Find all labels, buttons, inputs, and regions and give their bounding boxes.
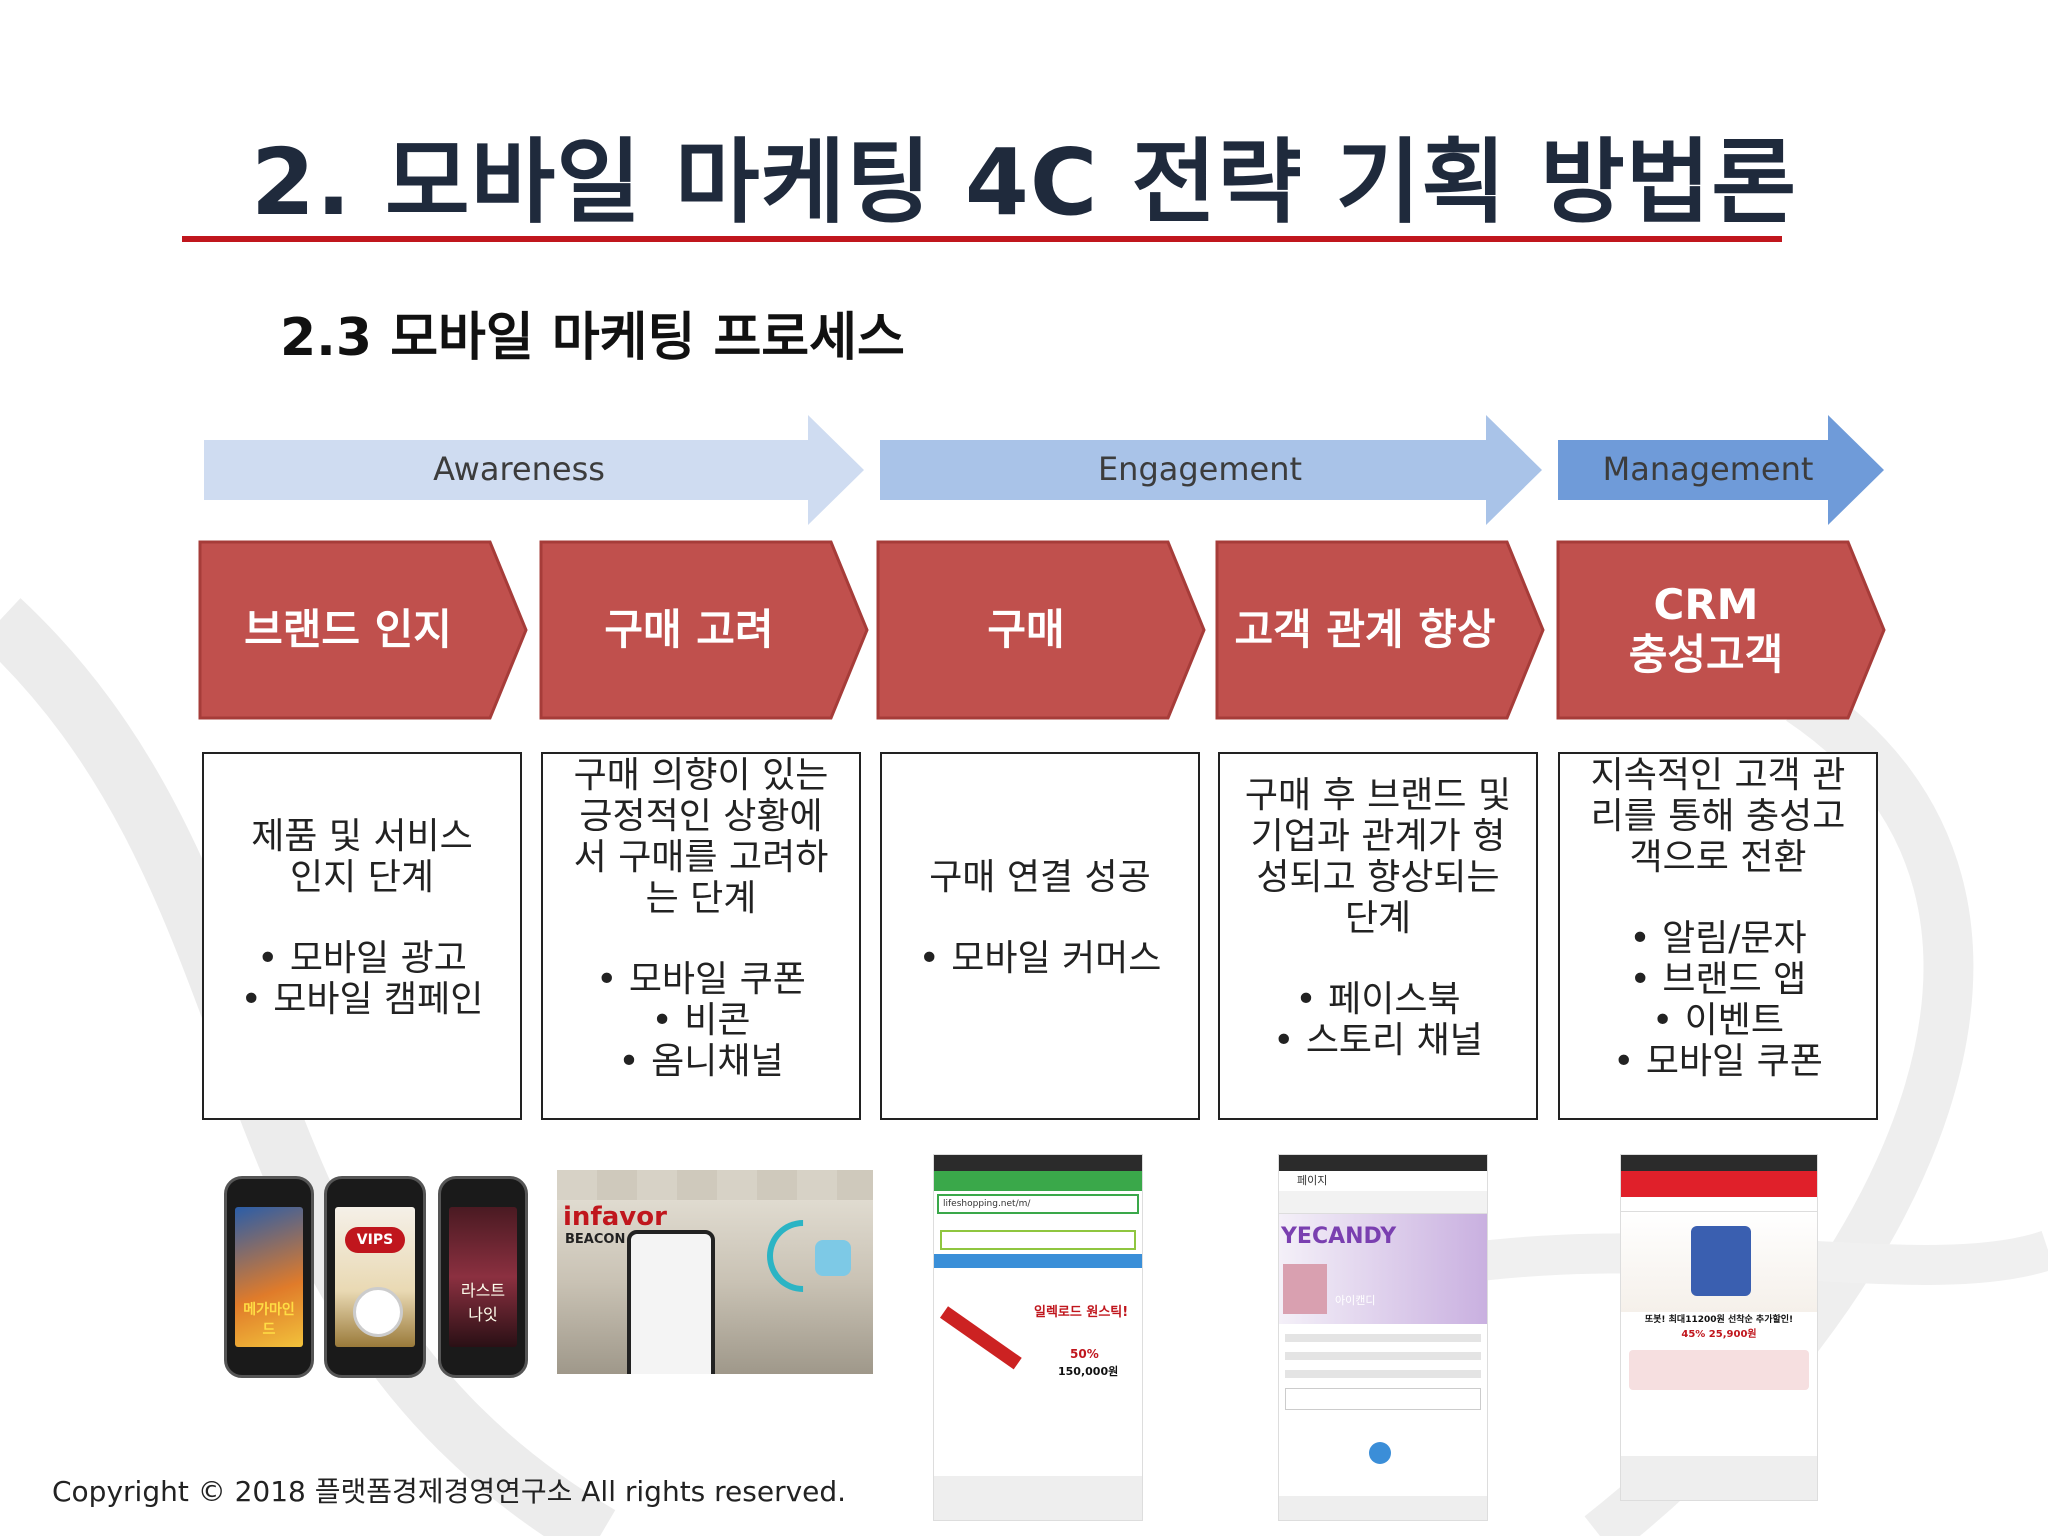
description-text: 구매 후 브랜드 및 기업과 관계가 형 성되고 향상되는 단계: [1244, 775, 1512, 939]
stage-label-awareness: Awareness: [433, 450, 605, 488]
beacon-image: infavor BEACON: [557, 1170, 873, 1374]
phone-caption: 메가마인드: [243, 1302, 295, 1338]
app-header: [1621, 1171, 1817, 1197]
phone-image-vips: VIPS: [324, 1176, 426, 1378]
cover-image: YECANDY 아이캔디: [1279, 1214, 1487, 1324]
phone-image-last-night: 라스트 나잇: [438, 1176, 528, 1378]
browser-tabs: [934, 1171, 1142, 1191]
status-bar: [1279, 1155, 1487, 1171]
page-tab-icons: [1279, 1191, 1487, 1214]
info-line: [1285, 1352, 1481, 1360]
description-text: 제품 및 서비스 인지 단계: [251, 816, 473, 898]
step-label: 브랜드 인지: [244, 605, 452, 654]
description-text: 지속적인 고객 관 리를 통해 충성고 객으로 전환: [1590, 754, 1846, 878]
vips-logo: VIPS: [345, 1227, 405, 1253]
post-box: [1285, 1388, 1481, 1410]
bullet-item: 스토리 채널: [1273, 1020, 1483, 1061]
step-purchase-consideration: 구매 고려: [539, 540, 869, 720]
bullet-list: 모바일 광고 모바일 캠페인: [241, 938, 484, 1020]
food-plate-icon: [353, 1287, 403, 1337]
phone-caption: 라스트 나잇: [460, 1281, 506, 1324]
info-line: [1285, 1370, 1481, 1378]
product-image: [939, 1306, 1022, 1370]
title-divider: [182, 236, 1782, 242]
bullet-list: 알림/문자 브랜드 앱 이벤트 모바일 쿠폰: [1613, 918, 1823, 1082]
stage-label-management: Management: [1602, 450, 1814, 488]
step-crm-loyal-customer: CRM 충성고객: [1556, 540, 1886, 720]
bullet-item: 브랜드 앱: [1613, 959, 1823, 1000]
smartphone-icon: [627, 1230, 715, 1374]
section-subtitle: 2.3 모바일 마케팅 프로세스: [280, 308, 905, 368]
stage-label-engagement: Engagement: [1097, 450, 1303, 488]
step-brand-awareness: 브랜드 인지: [198, 540, 528, 720]
coupon-banner: [1629, 1350, 1809, 1390]
bullet-item: 옴니채널: [596, 1041, 806, 1082]
bullet-item: 모바일 커머스: [919, 938, 1161, 979]
description-box: 구매 연결 성공 모바일 커머스: [880, 752, 1200, 1120]
step-customer-relationship: 고객 관계 향상: [1215, 540, 1545, 720]
wemakeprice-app-screenshot: 또봇! 최대11200원 선착순 추가할인! 45% 25,900원: [1620, 1154, 1818, 1501]
promo-headline: 또봇! 최대11200원 선착순 추가할인!: [1644, 1315, 1794, 1325]
step-label: CRM 충성고객: [1628, 580, 1784, 679]
bullet-list: 모바일 커머스: [919, 938, 1161, 979]
page-name: 아이캔디: [1335, 1294, 1376, 1307]
beacon-device-icon: [815, 1240, 851, 1276]
nav-bar: [1621, 1456, 1817, 1500]
facebook-page-screenshot: 페이지 YECANDY 아이캔디: [1278, 1154, 1488, 1521]
discount-label: 50%: [1070, 1347, 1099, 1361]
description-text: 구매 연결 성공: [929, 857, 1151, 898]
compose-icon: [1369, 1442, 1391, 1464]
status-bar: [934, 1155, 1142, 1171]
step-label: 구매 고려: [604, 605, 774, 654]
promo-price: 45% 25,900원: [1681, 1329, 1757, 1340]
nav-bar: [1279, 1496, 1487, 1520]
robot-toy-image: [1691, 1226, 1751, 1296]
bullet-item: 모바일 캠페인: [241, 979, 483, 1020]
page-header: 페이지: [1297, 1174, 1328, 1187]
description-box: 구매 의향이 있는 긍정적인 상황에 서 구매를 고려하 는 단계 모바일 쿠폰…: [541, 752, 861, 1120]
bullet-item: 비콘: [596, 1000, 806, 1041]
description-box: 구매 후 브랜드 및 기업과 관계가 형 성되고 향상되는 단계 페이스북 스토…: [1218, 752, 1538, 1120]
product-price: 150,000원: [1058, 1365, 1119, 1378]
step-label: 구매: [987, 605, 1065, 654]
description-box: 제품 및 서비스 인지 단계 모바일 광고 모바일 캠페인: [202, 752, 522, 1120]
bullet-item: 모바일 쿠폰: [1613, 1041, 1823, 1082]
promo-image: [1621, 1212, 1817, 1312]
mall-ceiling: [557, 1170, 873, 1200]
copyright-text: Copyright © 2018 플랫폼경제경영연구소 All rights r…: [52, 1475, 847, 1508]
category-tabs: [1621, 1197, 1817, 1212]
url-bar: lifeshopping.net/m/: [937, 1194, 1139, 1214]
shopping-app-screenshot: lifeshopping.net/m/ 일렉로드 원스틱! 50% 150,00…: [933, 1154, 1143, 1521]
description-text: 구매 의향이 있는 긍정적인 상황에 서 구매를 고려하 는 단계: [573, 754, 829, 919]
phone-image-megamind: 메가마인드: [224, 1176, 314, 1378]
search-field: [940, 1230, 1136, 1250]
infavor-logo: infavor: [563, 1202, 667, 1232]
step-purchase: 구매: [876, 540, 1206, 720]
nav-bar: [934, 1476, 1142, 1520]
status-bar: [1621, 1155, 1817, 1171]
yecandy-logo: YECANDY: [1281, 1224, 1397, 1249]
bullet-item: 알림/문자: [1613, 918, 1823, 959]
info-line: [1285, 1334, 1481, 1342]
bullet-item: 이벤트: [1613, 1000, 1823, 1041]
description-box: 지속적인 고객 관 리를 통해 충성고 객으로 전환 알림/문자 브랜드 앱 이…: [1558, 752, 1878, 1120]
profile-photo: [1283, 1264, 1327, 1314]
bullet-item: 모바일 쿠폰: [596, 959, 806, 1000]
bullet-list: 페이스북 스토리 채널: [1273, 979, 1483, 1061]
bullet-list: 모바일 쿠폰 비콘 옴니채널: [596, 959, 806, 1082]
product-headline: 일렉로드 원스틱!: [1034, 1305, 1129, 1320]
bullet-item: 모바일 광고: [241, 938, 484, 979]
beacon-label: BEACON: [565, 1232, 626, 1247]
bullet-item: 페이스북: [1273, 979, 1483, 1020]
page-title: 2. 모바일 마케팅 4C 전략 기획 방법론: [251, 129, 1797, 236]
step-label: 고객 관계 향상: [1234, 605, 1496, 654]
category-tabs: [934, 1254, 1142, 1268]
